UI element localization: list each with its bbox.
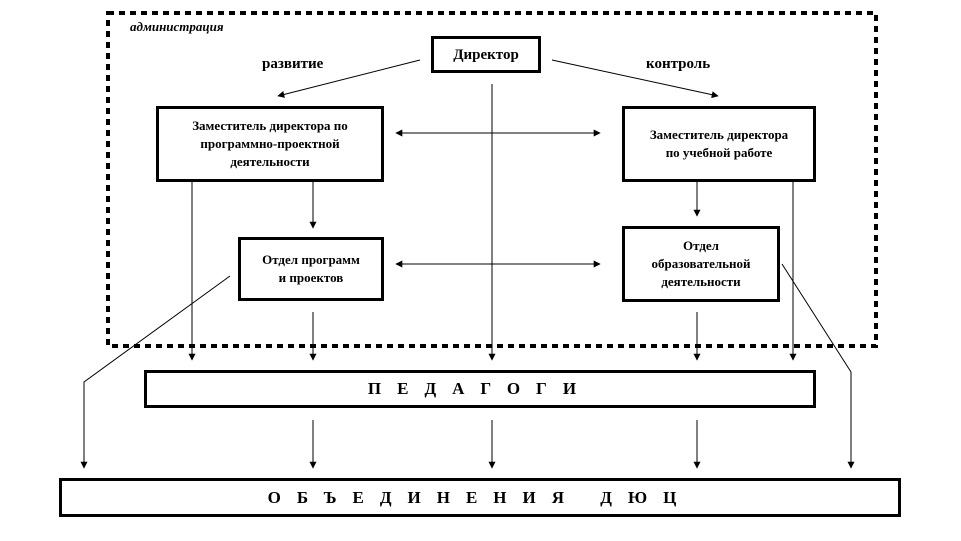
arrow-director-to-deputy-programs [277,59,421,98]
box-deputy-education: Заместитель директора по учебной работе [622,106,816,182]
arrow-dept-programs-to-associations [80,275,231,469]
teachers-text: ПЕДАГОГИ [367,379,593,398]
box-teachers: ПЕДАГОГИ [144,370,816,408]
box-dept-programs: Отдел программ и проектов [238,237,384,301]
director-text: Директор [453,46,519,63]
associations-text: ОБЪЕДИНЕНИЯ ДЮЦ [267,487,693,507]
administration-label: администрация [130,19,224,34]
arrow-director-to-deputy-education [551,59,719,99]
dept-education-text: Отдел образовательной деятельности [651,238,751,289]
box-dept-education: Отдел образовательной деятельности [622,226,780,302]
label-control: контроль [646,56,711,72]
box-deputy-programs: Заместитель директора по программно-прое… [156,106,384,182]
deputy-education-text: Заместитель директора по учебной работе [649,127,789,160]
label-development: развитие [262,56,324,72]
deputy-programs-text: Заместитель директора по программно-прое… [192,118,348,169]
box-director: Директор [431,36,541,73]
dept-programs-text: Отдел программ и проектов [262,252,360,285]
box-associations: ОБЪЕДИНЕНИЯ ДЮЦ [59,478,901,517]
arrow-dept-education-to-associations [781,263,855,469]
